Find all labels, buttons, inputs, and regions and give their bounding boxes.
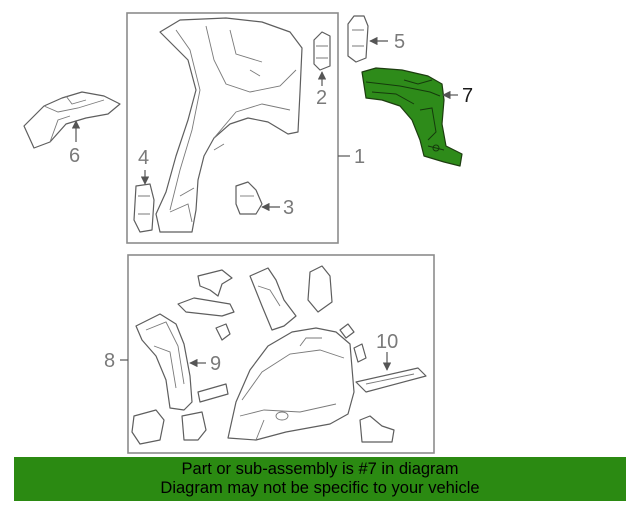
callout-7: 7 <box>462 85 473 107</box>
callout-1: 1 <box>354 146 365 168</box>
banner-line-1: Part or sub-assembly is #7 in diagram <box>181 460 459 478</box>
lower-small-clip-1[interactable] <box>215 323 231 341</box>
info-banner: Part or sub-assembly is #7 in diagram Di… <box>14 457 626 501</box>
callout-4: 4 <box>138 147 149 169</box>
part-9-reinforcement[interactable] <box>135 313 193 411</box>
part-3-bracket[interactable] <box>235 181 263 215</box>
part-1-quarter-inner-panel[interactable] <box>155 17 303 233</box>
callout-2: 2 <box>316 87 327 109</box>
assembly-box-lower <box>127 254 435 454</box>
callout-5: 5 <box>394 31 405 53</box>
lower-bracket-mid-left[interactable] <box>177 297 235 317</box>
assembly-box-upper <box>126 12 339 244</box>
lower-small-clip-3[interactable] <box>353 343 367 363</box>
part-10-sill[interactable] <box>355 367 427 393</box>
lower-bracket-bottom-right[interactable] <box>359 415 395 443</box>
part-7-highlighted[interactable] <box>361 67 463 167</box>
part-5-bracket[interactable] <box>347 15 369 63</box>
callout-6: 6 <box>69 145 80 167</box>
lower-gusset-center[interactable] <box>249 267 297 331</box>
part-8-wheelhouse[interactable] <box>227 327 355 441</box>
callout-8: 8 <box>104 350 115 372</box>
callout-9: 9 <box>210 353 221 375</box>
lower-bracket-bottom-left[interactable] <box>131 409 165 445</box>
callout-10: 10 <box>376 331 398 353</box>
lower-bracket-strip[interactable] <box>197 383 229 403</box>
lower-small-clip-2[interactable] <box>339 323 355 339</box>
lower-bracket-top-left[interactable] <box>197 269 233 297</box>
callout-3: 3 <box>283 197 294 219</box>
part-2-bracket[interactable] <box>313 31 331 71</box>
banner-line-2: Diagram may not be specific to your vehi… <box>160 479 480 497</box>
lower-bracket-top-right[interactable] <box>307 265 333 313</box>
lower-bracket-bottom-mid[interactable] <box>181 411 207 441</box>
part-4-bracket[interactable] <box>133 183 155 233</box>
part-6-bracket[interactable] <box>23 91 121 149</box>
